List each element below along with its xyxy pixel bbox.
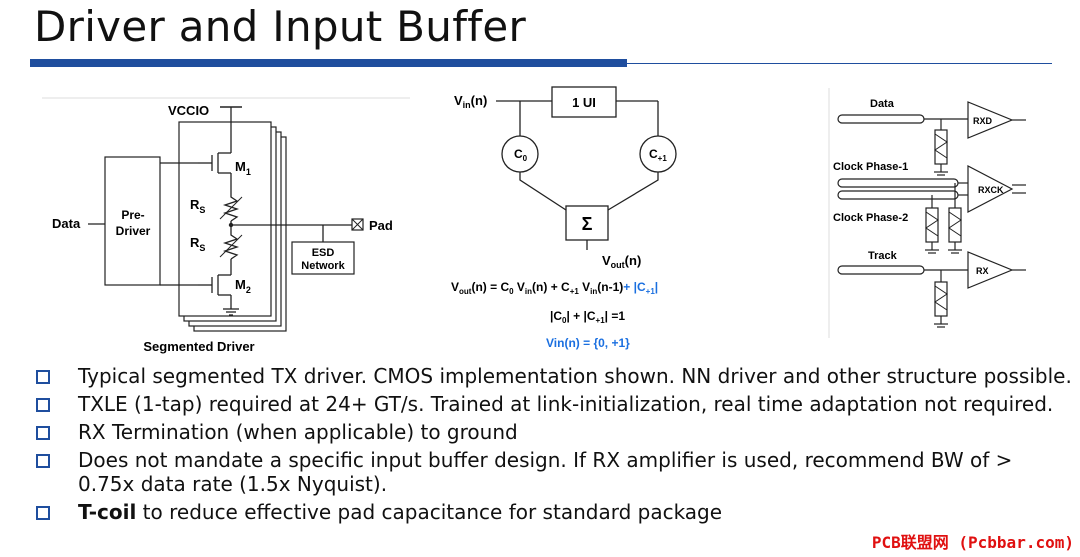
data-input-label: Data bbox=[52, 216, 81, 231]
esd-label-1: ESD bbox=[312, 247, 335, 259]
bullet-text: to reduce effective pad capacitance for … bbox=[136, 500, 723, 524]
bullet-item: TXLE (1-tap) required at 24+ GT/s. Train… bbox=[34, 392, 1074, 416]
title-underline-bar bbox=[30, 59, 627, 67]
segmented-driver-caption: Segmented Driver bbox=[143, 339, 254, 354]
vccio-label: VCCIO bbox=[168, 103, 209, 118]
rs-bottom-label: RS bbox=[190, 235, 205, 253]
sum-symbol: Σ bbox=[582, 214, 593, 234]
pre-driver-label-1: Pre- bbox=[121, 208, 144, 222]
bullet-item: RX Termination (when applicable) to grou… bbox=[34, 420, 1074, 444]
bullet-bold-text: T-coil bbox=[78, 500, 137, 524]
c0-label: C0 bbox=[514, 147, 528, 163]
rx-label: RX bbox=[976, 266, 989, 276]
rxck-label: RXCK bbox=[978, 185, 1004, 195]
pad-label: Pad bbox=[369, 218, 393, 233]
vout-label: Vout(n) bbox=[602, 253, 641, 270]
c-plus1-label: C+1 bbox=[649, 147, 667, 163]
bullet-text: RX Termination (when applicable) to grou… bbox=[78, 420, 518, 444]
bullet-square-icon bbox=[36, 370, 50, 384]
bullet-text: Does not mandate a specific input buffer… bbox=[78, 448, 1013, 496]
m2-label: M2 bbox=[235, 277, 251, 295]
one-ui-delay-label: 1 UI bbox=[572, 95, 596, 110]
bullet-square-icon bbox=[36, 454, 50, 468]
pre-driver-label-2: Driver bbox=[116, 224, 151, 238]
rxd-label: RXD bbox=[973, 116, 993, 126]
slide-title: Driver and Input Buffer bbox=[34, 2, 527, 51]
clock-phase-1-label: Clock Phase-1 bbox=[833, 161, 908, 173]
clock-phase-2-label: Clock Phase-2 bbox=[833, 212, 908, 224]
txle-figure: Vin(n) 1 UI C0 C+1 Σ Vout(n) Vout(n) = C… bbox=[448, 84, 718, 356]
track-label: Track bbox=[868, 250, 898, 262]
rx-data-label: Data bbox=[870, 98, 895, 110]
vin-label: Vin(n) bbox=[454, 93, 487, 110]
equation-3: Vin(n) = {0, +1} bbox=[546, 336, 630, 350]
bullet-text: Typical segmented TX driver. CMOS implem… bbox=[78, 364, 1072, 388]
watermark: PCB联盟网 (Pcbbar.com) bbox=[871, 533, 1074, 552]
equation-1: Vout(n) = C0 Vin(n) + C+1 Vin(n-1)+ |C+1… bbox=[451, 280, 658, 296]
bullet-list: Typical segmented TX driver. CMOS implem… bbox=[34, 364, 1074, 528]
m1-label: M1 bbox=[235, 159, 251, 177]
bullet-square-icon bbox=[36, 506, 50, 520]
bullet-square-icon bbox=[36, 426, 50, 440]
bullet-item: Does not mandate a specific input buffer… bbox=[34, 448, 1074, 496]
equation-2: |C0| + |C+1| =1 bbox=[550, 309, 625, 325]
segmented-driver-figure: VCCIO M1 RS Pad ESD Network RS bbox=[42, 97, 412, 357]
esd-label-2: Network bbox=[301, 260, 345, 272]
bullet-text: TXLE (1-tap) required at 24+ GT/s. Train… bbox=[78, 392, 1054, 416]
bullet-square-icon bbox=[36, 398, 50, 412]
bullet-item: Typical segmented TX driver. CMOS implem… bbox=[34, 364, 1074, 388]
rs-top-label: RS bbox=[190, 197, 205, 215]
bullet-item: T-coil to reduce effective pad capacitan… bbox=[34, 500, 1074, 524]
title-underline-line bbox=[627, 63, 1052, 64]
receiver-figure: Data RXD Clock Phase-1 RXCK Clock Phase-… bbox=[828, 88, 1046, 340]
